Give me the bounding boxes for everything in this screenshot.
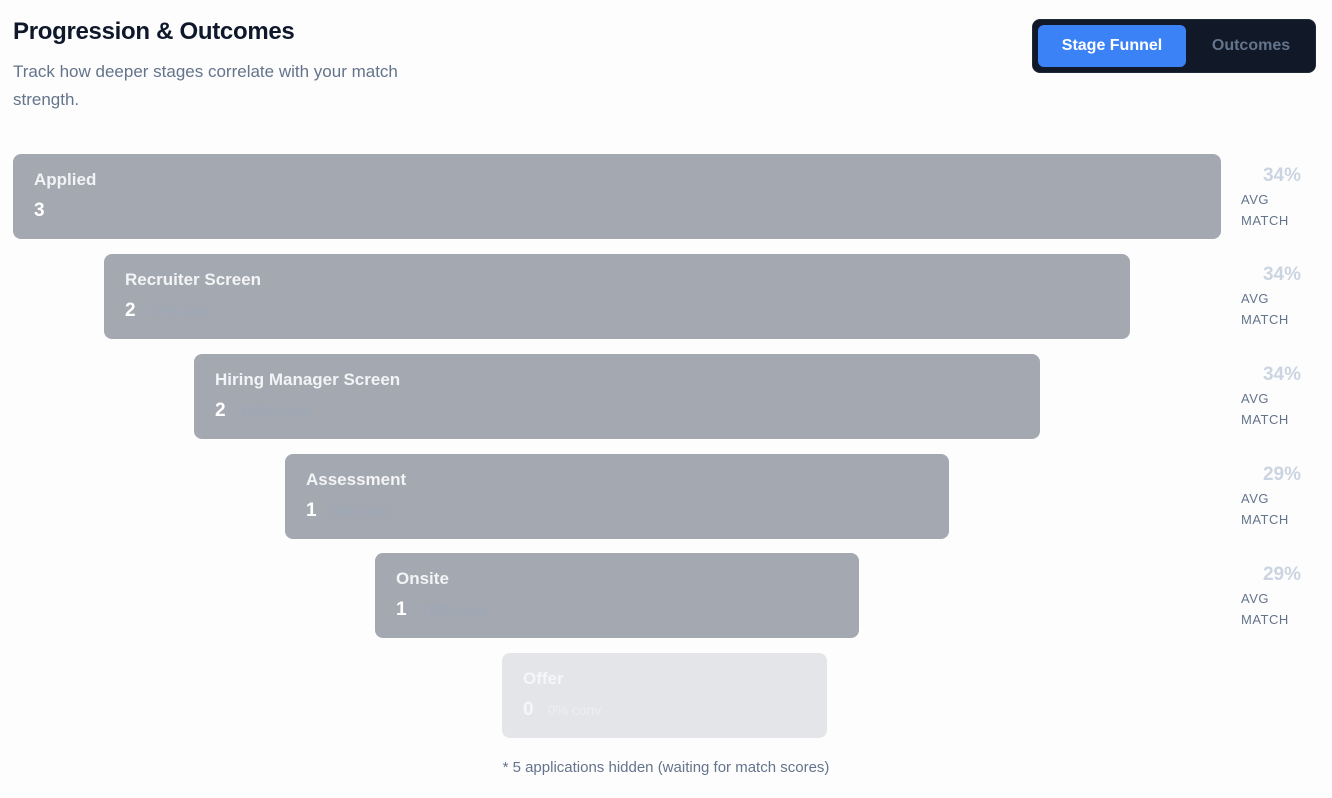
stage-count: 0 [523,699,534,720]
avg-match-assessment: 29% AVG MATCH [1241,464,1311,530]
avg-match-value: 34% [1262,264,1301,285]
funnel-stage-onsite[interactable]: Onsite 1 100% conv [375,553,859,638]
avg-match-value: 34% [1262,165,1301,186]
stage-label: Offer [523,669,564,688]
stage-funnel-tab[interactable]: Stage Funnel [1038,25,1186,67]
stage-label: Onsite [396,569,449,588]
stage-conversion: 0% conv [547,702,602,718]
avg-match-recruiter-screen: 34% AVG MATCH [1241,264,1311,330]
stage-conversion: 67% conv [149,303,212,319]
stage-conversion: 50% conv [330,503,393,519]
avg-match-caption: AVG MATCH [1241,591,1289,627]
stage-label: Recruiter Screen [125,270,262,289]
stage-conversion: 100% conv [239,403,309,419]
stage-count: 3 [34,200,45,221]
stage-label: Assessment [306,470,407,489]
avg-match-value: 29% [1262,564,1301,585]
funnel-stage-assessment[interactable]: Assessment 1 50% conv [285,454,949,539]
hidden-applications-note: * 5 applications hidden (waiting for mat… [502,759,830,776]
avg-match-caption: AVG MATCH [1241,491,1289,527]
stage-label: Hiring Manager Screen [215,370,401,389]
funnel-stage-offer[interactable]: Offer 0 0% conv [502,653,827,738]
funnel-stage-hiring-manager-screen[interactable]: Hiring Manager Screen 2 100% conv [194,354,1040,439]
avg-match-caption: AVG MATCH [1241,192,1289,228]
avg-match-hiring-manager-screen: 34% AVG MATCH [1241,364,1311,430]
stage-count: 2 [125,300,136,321]
page-title: Progression & Outcomes [13,18,295,45]
view-toggle: Stage Funnel Outcomes [1032,19,1316,73]
stage-conversion: 100% conv [420,602,490,618]
avg-match-caption: AVG MATCH [1241,291,1289,327]
stage-label: Applied [34,170,97,189]
stage-count: 2 [215,400,226,421]
avg-match-applied: 34% AVG MATCH [1241,165,1311,231]
avg-match-onsite: 29% AVG MATCH [1241,564,1311,630]
funnel-stage-applied[interactable]: Applied 3 [13,154,1221,239]
stage-count: 1 [396,599,407,620]
stage-count: 1 [306,500,317,521]
page-subtitle: Track how deeper stages correlate with y… [13,62,398,109]
avg-match-value: 29% [1262,464,1301,485]
avg-match-caption: AVG MATCH [1241,391,1289,427]
funnel-stage-recruiter-screen[interactable]: Recruiter Screen 2 67% conv [104,254,1130,339]
avg-match-value: 34% [1262,364,1301,385]
outcomes-tab[interactable]: Outcomes [1211,37,1291,54]
